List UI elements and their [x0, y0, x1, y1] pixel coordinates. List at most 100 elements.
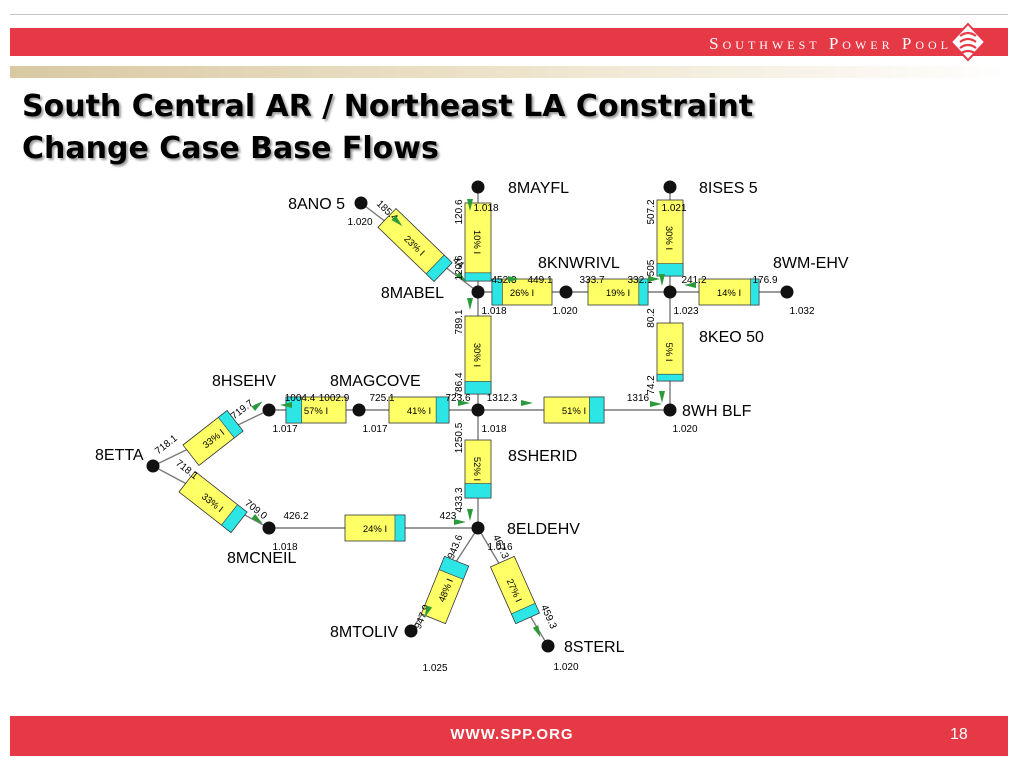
bus-node-b8ETTA[interactable] [146, 459, 160, 473]
loading-fill [491, 278, 503, 306]
flow-arrow-icon [467, 509, 473, 521]
bus-name: 8MTOLIV [330, 624, 399, 641]
branch-loading-etta-mcneil[interactable]: 33% I [178, 470, 248, 534]
flow-value: 241.2 [681, 275, 706, 286]
header-band [10, 28, 1008, 56]
bus-node-b8MABEL[interactable] [471, 285, 485, 299]
branch-loading-mayfl-mabel[interactable]: 10% I [464, 202, 492, 282]
bus-node-b8MAGCOVE[interactable] [352, 403, 366, 417]
flow-value: 943.6 [446, 533, 466, 561]
bus-voltage: 1.020 [672, 424, 697, 435]
loading-fill [438, 555, 470, 580]
loading-label: 30% I [471, 343, 482, 367]
bus-name: 8ANO 5 [288, 196, 345, 213]
spp-logo-icon [949, 22, 987, 62]
bus-voltage: 1.020 [552, 306, 577, 317]
bus-node-b8KNWRIVL[interactable] [559, 285, 573, 299]
loading-fill [656, 373, 684, 382]
branch-loading-eldehv-mtoliv[interactable]: 48% I [420, 555, 470, 625]
flow-value: 1312.3 [487, 393, 518, 404]
bus-node-bISES_J[interactable] [663, 285, 677, 299]
bus-voltage: 1.023 [673, 306, 698, 317]
flow-arrow-icon [424, 605, 433, 618]
branch-loading-magcove-mid[interactable]: 41% I [388, 396, 450, 424]
bus-voltage: 1.020 [553, 662, 578, 673]
bus-node-b8HSEHV[interactable] [262, 403, 276, 417]
loading-fill [510, 602, 540, 625]
flow-arrow-icon [650, 401, 662, 407]
page-title: South Central AR / Northeast LA Constrai… [22, 86, 1002, 170]
bus-name: 8WH BLF [682, 403, 752, 420]
branch-loading-knwrivl-ises[interactable]: 19% I [587, 278, 649, 306]
branch-loading-ises5-ises[interactable]: 30% I [656, 199, 684, 277]
flow-value: 723.6 [445, 393, 470, 404]
flow-arrow-icon [467, 298, 473, 310]
loading-fill [464, 272, 492, 282]
loading-label: 10% I [471, 230, 482, 254]
bus-node-b8WMEHV[interactable] [780, 285, 794, 299]
bus-node-b8MTOLIV[interactable] [404, 624, 418, 638]
bus-node-b8MAYFL[interactable] [471, 180, 485, 194]
loading-fill [425, 254, 453, 282]
flow-arrow-icon [280, 402, 292, 408]
bus-name: 8HSEHV [212, 373, 276, 390]
branch-loading-mid-eldehv[interactable]: 52% I [464, 439, 492, 499]
branch-loading-ises-whblf[interactable]: 5% I [656, 322, 684, 382]
bus-name: 8ETTA [95, 447, 144, 464]
loading-fill [217, 410, 244, 439]
bus-name: 8ELDEHV [507, 521, 580, 538]
branch-loading-etta-hsehv[interactable]: 33% I [182, 409, 244, 467]
branch-loading-mcneil-eldehv[interactable]: 24% I [344, 514, 406, 542]
bus-name: 8MCNEIL [227, 550, 296, 567]
bus-name: 8WM-EHV [773, 255, 849, 272]
branch-loading-mid-whblf[interactable]: 51% I [543, 396, 605, 424]
flow-arrow-icon [251, 513, 263, 524]
branch-loading-eldehv-sterl[interactable]: 27% I [489, 555, 541, 625]
bus-name: 8SHERID [508, 448, 577, 465]
bus-node-b8WHBLF[interactable] [663, 403, 677, 417]
flow-value: 74.2 [646, 375, 657, 395]
loading-fill [464, 381, 492, 395]
loading-fill [638, 278, 649, 306]
flow-value: 120.6 [454, 255, 465, 280]
branch-loading-mabel-mid[interactable]: 30% I [464, 315, 492, 395]
gradient-band [10, 66, 1008, 78]
loading-fill [394, 514, 406, 542]
loading-fill [221, 504, 248, 533]
flow-arrow-icon [458, 400, 470, 406]
flow-value: 725.1 [369, 393, 394, 404]
flow-value: 789.1 [454, 309, 465, 334]
flow-value: 333.7 [579, 275, 604, 286]
bus-name: 8MAGCOVE [330, 373, 421, 390]
flow-value: 423 [440, 511, 457, 522]
bus-node-b8ISES5[interactable] [663, 180, 677, 194]
flow-arrow-icon [508, 276, 520, 282]
branch-loading-ano-mabel[interactable]: 23% I [377, 207, 453, 283]
flow-value: 120.6 [454, 199, 465, 224]
bus-voltage: 1.017 [362, 424, 387, 435]
loading-box [587, 278, 649, 306]
loading-label: 41% I [407, 406, 431, 417]
branch-loading-mabel-knwrivl[interactable]: 26% I [491, 278, 553, 306]
bus-name: 8ISES 5 [699, 180, 758, 197]
title-line-1: South Central AR / Northeast LA Constrai… [22, 89, 754, 124]
loading-label: 57% I [304, 406, 328, 417]
bus-node-b8STERL[interactable] [541, 639, 555, 653]
flow-value: 1002.9 [319, 393, 350, 404]
flow-value: 1316 [627, 393, 650, 404]
bus-node-bMID[interactable] [471, 403, 485, 417]
bus-voltage: 1.032 [789, 306, 814, 317]
loading-fill [435, 396, 450, 424]
bus-voltage: 1.018 [481, 306, 506, 317]
bus-voltage: 1.025 [422, 663, 447, 674]
flow-value: 505 [646, 259, 657, 276]
footer-url[interactable]: WWW.SPP.ORG [450, 726, 574, 743]
loading-fill [464, 483, 492, 499]
bus-node-b8MCNEIL[interactable] [262, 521, 276, 535]
loading-label: 5% I [663, 342, 674, 361]
loading-label: 51% I [562, 406, 586, 417]
branch-loading-ises-wmehv[interactable]: 14% I [698, 278, 760, 306]
bus-node-b8ANO5[interactable] [354, 196, 368, 210]
bus-node-b8ELDEHV[interactable] [471, 521, 485, 535]
